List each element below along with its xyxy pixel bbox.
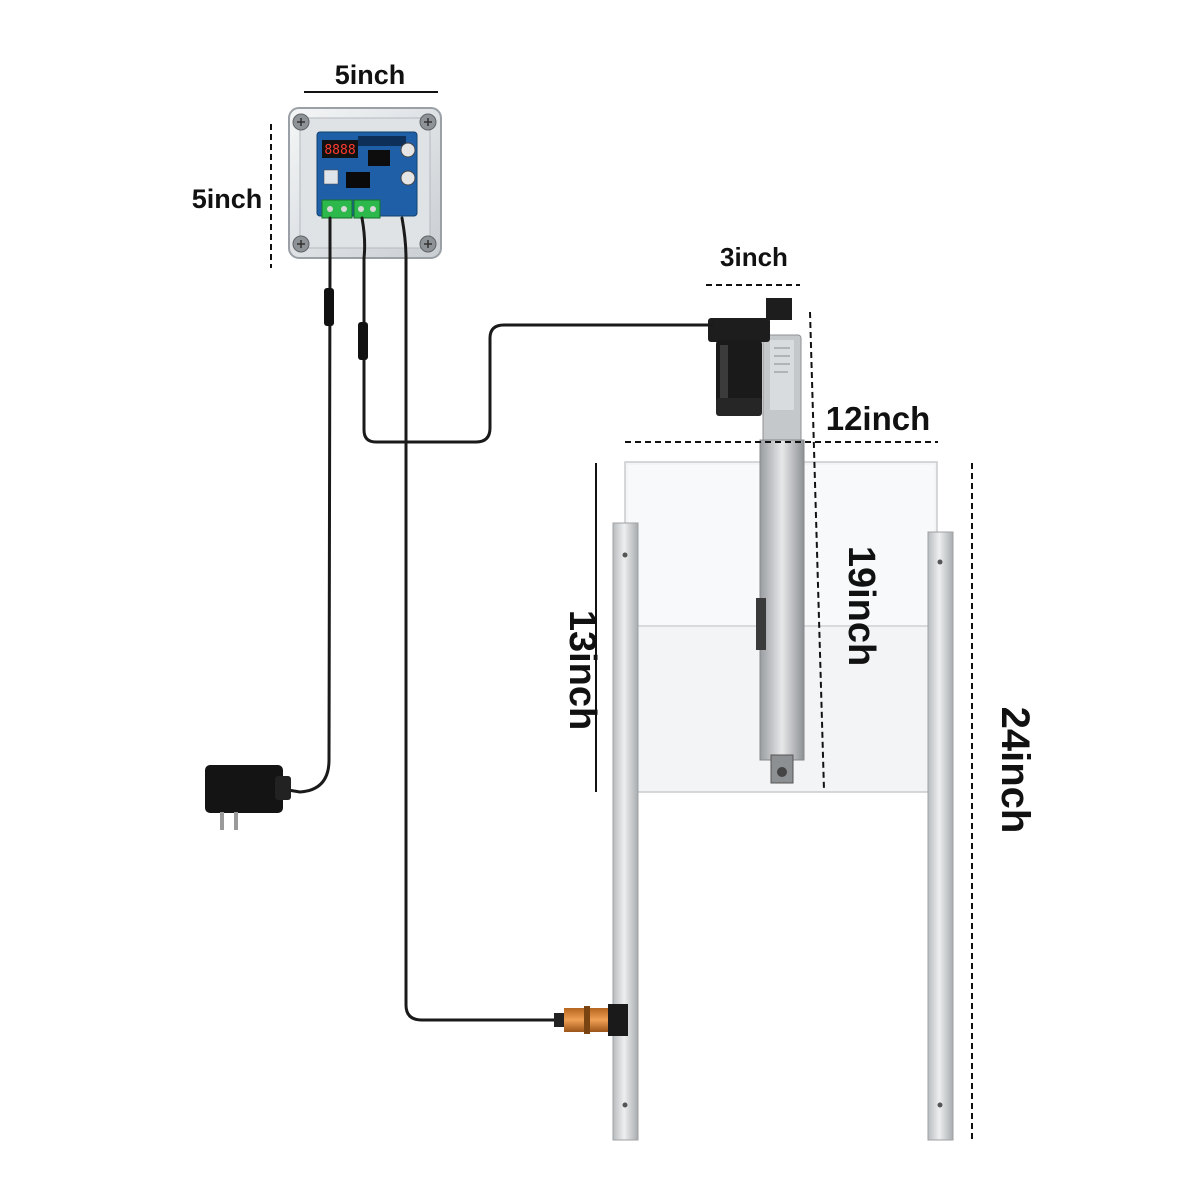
power-adapter (205, 765, 291, 830)
label-actuator-width: 3inch (720, 242, 788, 272)
wiring (286, 216, 714, 1022)
light-sensor (554, 1004, 628, 1036)
inline-connectors (324, 288, 368, 360)
circuit-board: 8888 (316, 131, 418, 217)
left-rail (612, 522, 639, 1141)
terminal-block-left (321, 199, 353, 219)
label-box-width: 5inch (335, 60, 406, 90)
actuator-motor (708, 298, 792, 416)
label-actuator-length: 19inch (840, 546, 882, 666)
label-door-height: 13inch (561, 610, 603, 730)
right-rail (927, 531, 954, 1141)
linear-actuator (756, 334, 805, 784)
dimension-lines (270, 91, 973, 1140)
label-door-width: 12inch (826, 400, 931, 437)
controller-display: 8888 (324, 143, 355, 158)
label-box-height: 5inch (192, 184, 263, 214)
wire-sensor (400, 216, 558, 1022)
terminal-block-right (353, 199, 381, 219)
label-rail-height: 24inch (993, 707, 1037, 834)
wire-actuator (360, 216, 714, 444)
wire-power (286, 216, 332, 794)
